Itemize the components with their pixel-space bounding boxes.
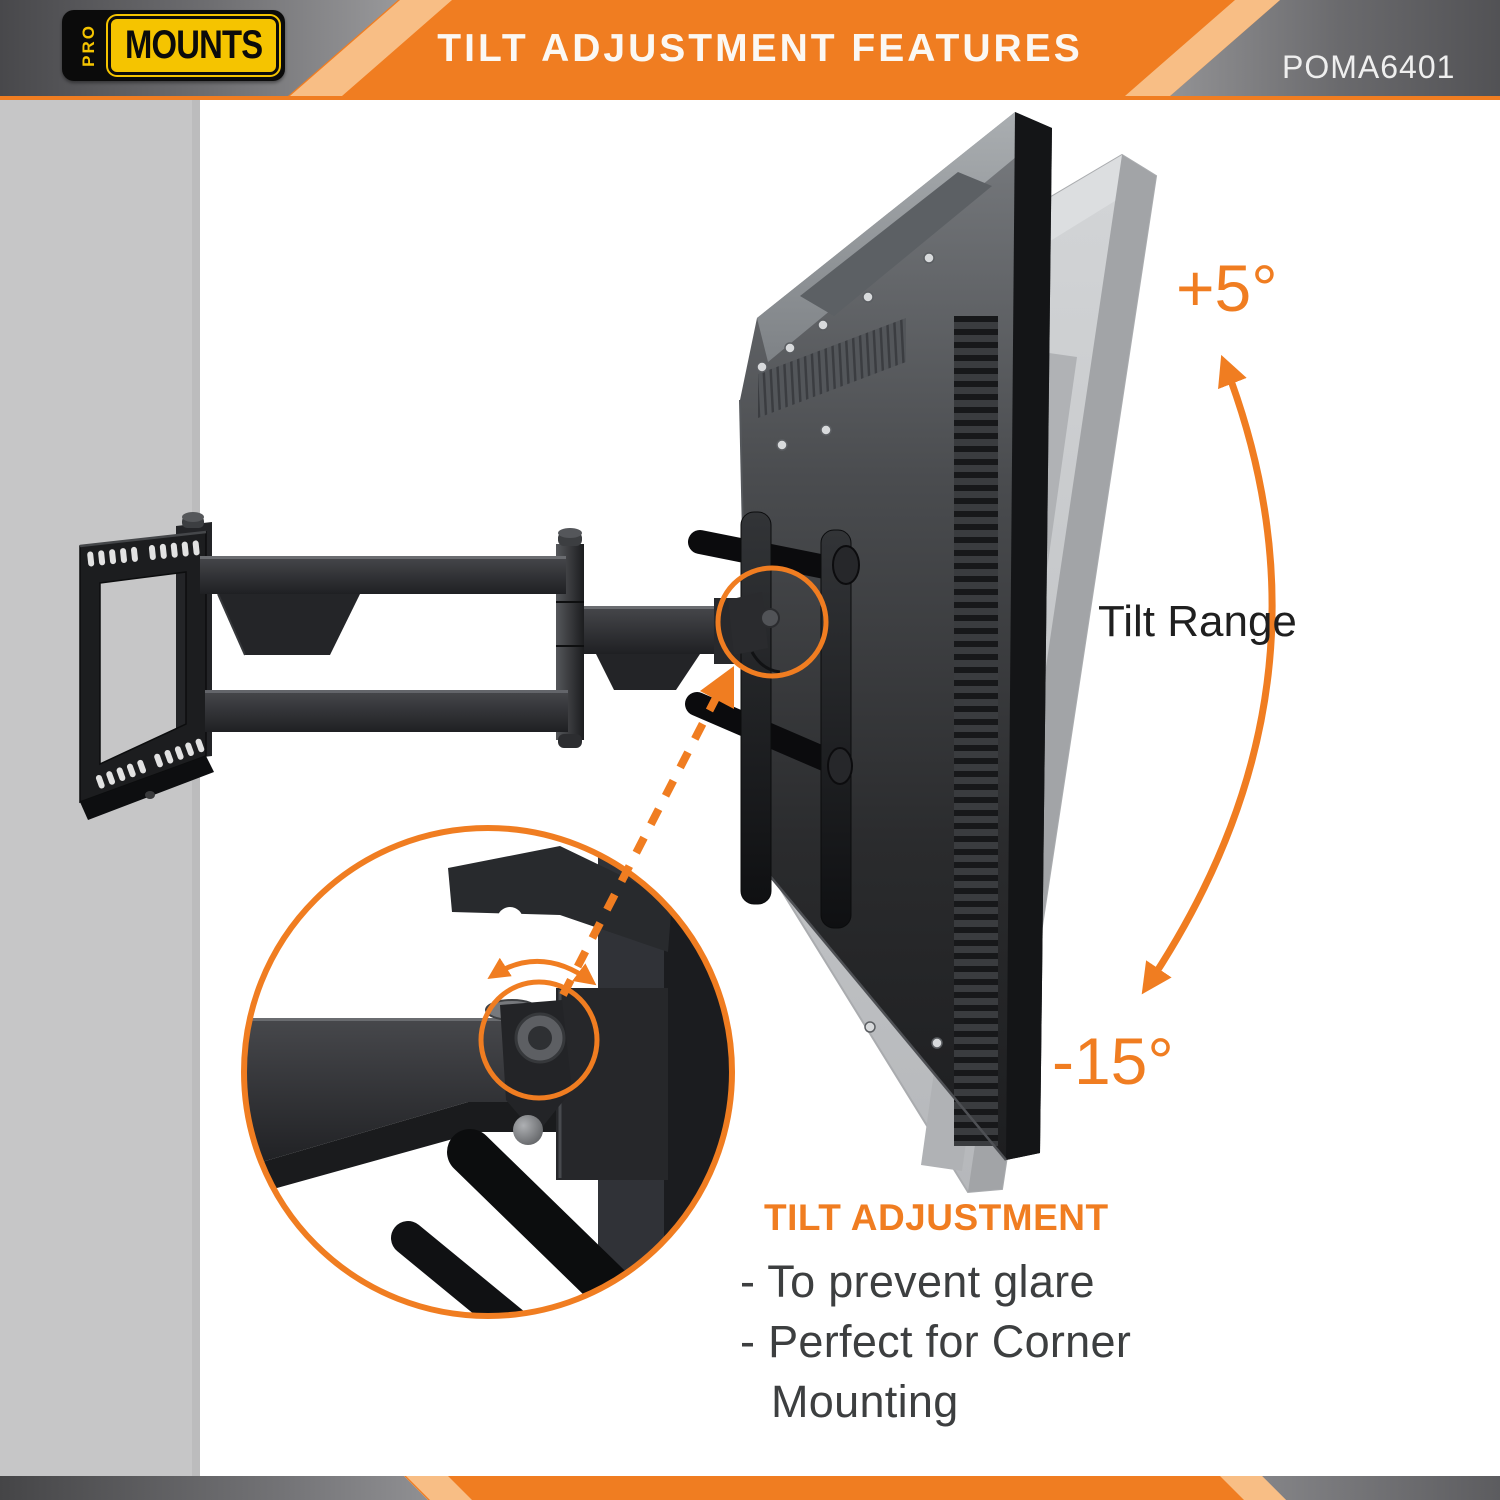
tilt-down-angle-label: -15°: [1052, 1024, 1174, 1098]
logo-mounts-label: MOUNTS: [124, 23, 263, 67]
model-number: POMA6401: [1282, 49, 1456, 85]
header-underline: [0, 96, 1500, 100]
tv-screws: [756, 252, 943, 1049]
zoom-inset-circle: [241, 825, 735, 1319]
header-orange-band: [288, 0, 1308, 96]
callout-line: Mounting: [771, 1376, 959, 1427]
callout-heading: TILT ADJUSTMENT: [764, 1197, 1109, 1238]
callout-line: - To prevent glare: [740, 1256, 1095, 1307]
promounts-logo: PRO MOUNTS: [62, 10, 285, 81]
logo-mounts-box: MOUNTS: [108, 16, 279, 75]
wall-plate-slots-top: [87, 540, 200, 567]
wall-plate-slots-bottom: [95, 738, 205, 789]
tv-bracket: [685, 511, 860, 929]
page-title: TILT ADJUSTMENT FEATURES: [437, 27, 1083, 70]
logo-pro-label: PRO: [79, 24, 98, 67]
footer-orange-band: [404, 1476, 1286, 1500]
tilt-rotation-arrow: [487, 957, 597, 986]
tilt-up-angle-label: +5°: [1176, 251, 1278, 325]
tilt-range-label: Tilt Range: [1098, 597, 1297, 646]
ball-stud: [513, 1115, 543, 1145]
footer-gray-left: [0, 1476, 428, 1500]
footer-gray-right: [1262, 1476, 1500, 1500]
zoom-connector-arrow: [559, 666, 734, 997]
callout-line: - Perfect for Corner: [740, 1316, 1132, 1367]
mount-arms: [200, 528, 758, 748]
tilt-range-arrow: [1141, 354, 1276, 995]
logo-pro-text: PRO: [74, 16, 104, 75]
tilt-joint-focus-circle: [715, 565, 829, 679]
tv-back: [739, 112, 1052, 1161]
